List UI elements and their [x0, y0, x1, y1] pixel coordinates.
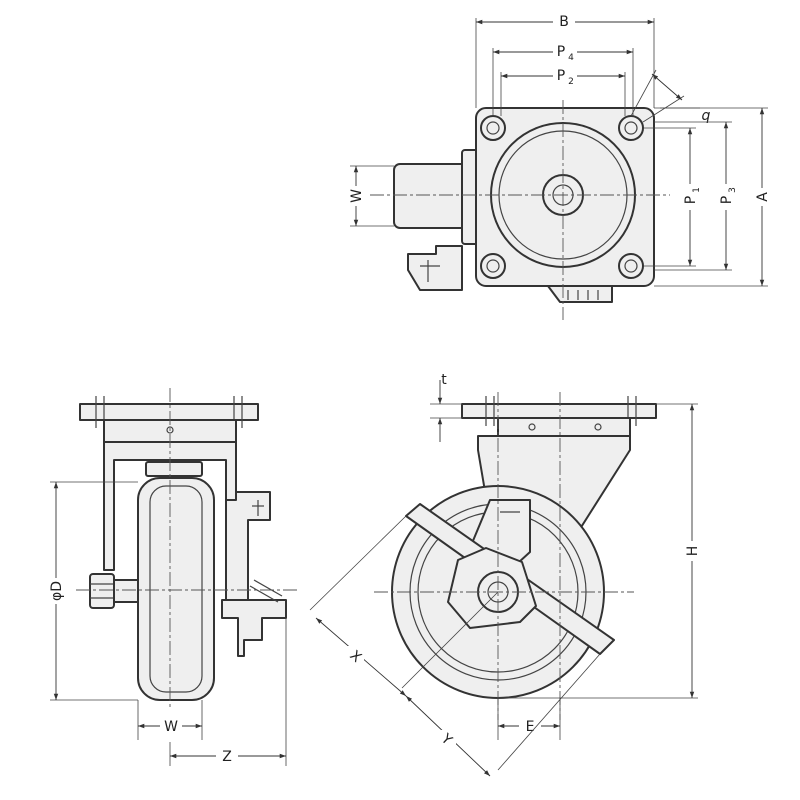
label-Z: Z — [222, 749, 232, 765]
label-P2: P — [557, 68, 565, 84]
label-E: E — [526, 719, 535, 735]
front-view-top-plate — [79, 403, 259, 421]
label-W-front: W — [164, 719, 178, 735]
label-H: H — [685, 546, 701, 557]
label-P4-sub: 4 — [568, 53, 574, 63]
top-view-brake-pedal — [547, 285, 613, 303]
label-B: B — [559, 14, 569, 30]
label-P3-sub: 3 — [728, 187, 738, 193]
label-t: t — [441, 372, 447, 388]
side-view-swivel-head — [497, 417, 631, 437]
label-D: φD — [49, 581, 65, 601]
label-P3: P — [719, 196, 735, 204]
front-view-axle-nut — [89, 573, 115, 609]
front-view-brake-pedal — [221, 599, 287, 657]
label-P1-sub: 1 — [692, 187, 702, 193]
label-A: A — [755, 192, 771, 202]
label-P4: P — [557, 44, 565, 60]
label-q: q — [702, 108, 711, 124]
top-view-bolt-holes — [480, 115, 644, 279]
top-view-brake-lever — [407, 245, 463, 291]
front-view: φD W Z — [47, 388, 300, 766]
front-view-fork — [103, 441, 237, 571]
top-view: B P 4 P 2 q P 1 P — [347, 12, 771, 320]
side-view: t H E X Y — [309, 372, 701, 777]
label-P2-sub: 2 — [568, 77, 574, 87]
label-P1: P — [683, 196, 699, 204]
side-view-top-plate — [461, 403, 657, 419]
label-W-top: W — [349, 189, 365, 203]
front-view-brake-body — [225, 491, 271, 601]
